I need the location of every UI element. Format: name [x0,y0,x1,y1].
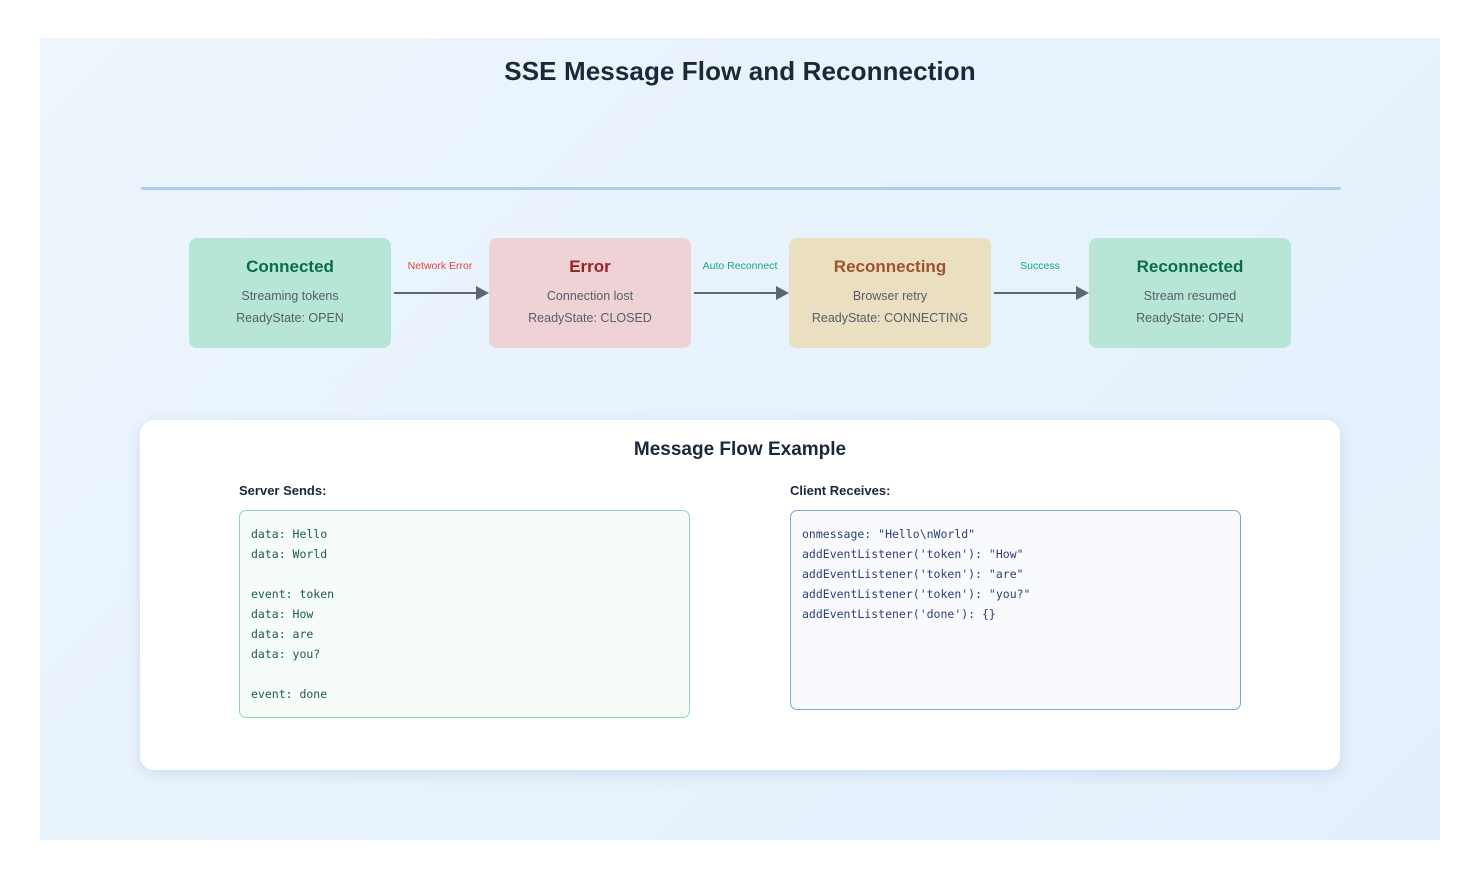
client-panel: Client Receives: onmessage: "Hello\nWorl… [790,483,1241,718]
state-flow-diagram: Connected Streaming tokens ReadyState: O… [189,238,1291,348]
state-box-reconnecting[interactable]: Reconnecting Browser retry ReadyState: C… [789,238,991,348]
arrow-line [394,292,478,294]
state-title: Connected [246,257,334,276]
transition-network-error: Network Error [391,238,489,348]
state-title: Reconnecting [833,257,947,276]
state-ready-state: ReadyState: CONNECTING [811,310,969,325]
code-panels: Server Sends: data: Hello data: World ev… [140,461,1340,718]
state-description: Stream resumed [1143,289,1237,303]
client-panel-label: Client Receives: [790,483,891,498]
page-canvas: SSE Message Flow and Reconnection Connec… [40,38,1440,840]
state-box-error[interactable]: Error Connection lost ReadyState: CLOSED [489,238,691,348]
state-title: Reconnected [1136,257,1244,276]
transition-label: Success [1020,260,1060,272]
header-divider [141,187,1341,190]
state-ready-state: ReadyState: CLOSED [528,310,652,325]
transition-label: Network Error [407,260,473,272]
arrow-line [694,292,778,294]
arrow-line [994,292,1078,294]
transition-label: Auto Reconnect [702,260,778,272]
state-box-connected[interactable]: Connected Streaming tokens ReadyState: O… [189,238,391,348]
transition-auto-reconnect: Auto Reconnect [691,238,789,348]
server-panel: Server Sends: data: Hello data: World ev… [239,483,690,718]
state-description: Browser retry [852,289,928,303]
server-code-block: data: Hello data: World event: token dat… [239,510,690,718]
state-ready-state: ReadyState: OPEN [236,310,344,325]
page-title: SSE Message Flow and Reconnection [504,56,976,86]
state-description: Streaming tokens [241,289,339,303]
state-title: Error [569,257,611,276]
arrow-head-icon [476,286,489,300]
transition-success: Success [991,238,1089,348]
client-code-block: onmessage: "Hello\nWorld" addEventListen… [790,510,1241,710]
state-box-reconnected[interactable]: Reconnected Stream resumed ReadyState: O… [1089,238,1291,348]
message-flow-card: Message Flow Example Server Sends: data:… [140,420,1340,770]
arrow-head-icon [1076,286,1089,300]
state-ready-state: ReadyState: OPEN [1136,310,1244,325]
server-panel-label: Server Sends: [239,483,327,498]
state-description: Connection lost [546,289,634,303]
arrow-head-icon [776,286,789,300]
card-title: Message Flow Example [633,439,847,460]
